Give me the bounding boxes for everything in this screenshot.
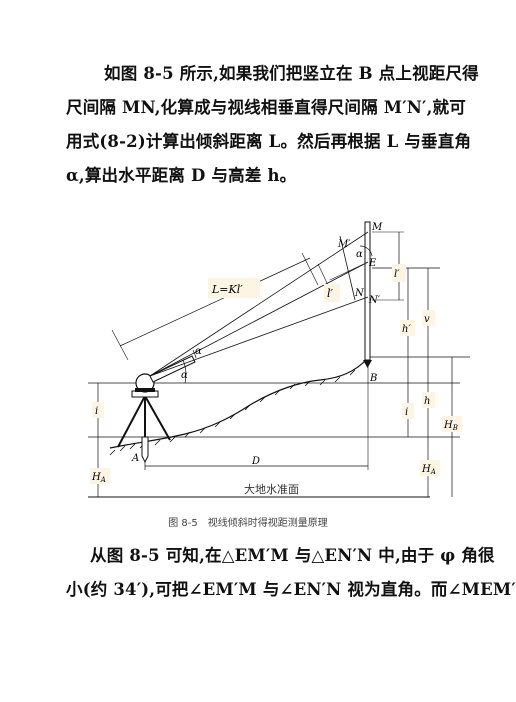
Mprime-label: M′ — [337, 239, 351, 250]
text-line: 尺间隔 MN,化算成与视线相垂直得尺间隔 M′N′,就可 — [66, 98, 466, 117]
i-right-label-bg — [402, 403, 414, 419]
D-label: D — [251, 456, 260, 467]
text-line: 从图 8-5 可知,在△EM′M 与△EN′N 中,由于 φ 角很 — [90, 546, 495, 565]
instrument-base — [135, 388, 155, 392]
i-left-label: i — [95, 406, 98, 417]
figure-caption: 图 8-5 视线倾斜时得视距测量原理 — [168, 518, 328, 529]
text-line: α,算出水平距离 D 与高差 h。 — [66, 166, 297, 185]
extension-line — [329, 261, 369, 281]
L-extension-lower — [111, 329, 129, 361]
HA-right-label-bg — [420, 460, 440, 476]
sight-line-upper — [149, 231, 369, 377]
HA-right-label: HA — [421, 464, 436, 476]
lprime-top-label-bg — [392, 264, 406, 282]
tripod-leg — [144, 395, 171, 441]
B-label: B — [369, 373, 377, 384]
text-line: 用式(8-2)计算出倾斜距离 L。然后再根据 L 与垂直角 — [66, 132, 472, 151]
i-left-label-bg — [92, 402, 104, 418]
alpha-label-top: α — [356, 249, 363, 260]
survey-figure: L=Kl′ l′ α α M M′ α E N N′ B A l′ v h′ h… — [88, 221, 470, 498]
alpha-arc-top — [359, 245, 373, 257]
M-label: M — [371, 222, 383, 233]
telescope-tube — [149, 355, 196, 383]
E-label: E — [368, 258, 377, 269]
N-label: N — [354, 288, 365, 299]
HA-left-label: HA — [91, 472, 106, 484]
hprime-label-bg — [400, 320, 415, 336]
alpha-arc-1 — [182, 359, 187, 384]
text-line: 小(约 34′),可把∠EM′M 与∠EN′N 视为直角。而∠MEM′ — [66, 580, 516, 599]
perpendicular-MN — [339, 235, 356, 301]
HB-label: HB — [443, 420, 458, 432]
lprime-label-bg — [324, 284, 340, 302]
i-right-label: i — [405, 407, 408, 418]
staff-foot — [363, 360, 372, 368]
datum-label: 大地水准面 — [244, 482, 299, 496]
v-label: v — [424, 314, 430, 325]
v-label-bg — [422, 310, 435, 326]
hprime-label: h′ — [402, 324, 411, 335]
h-label: h — [424, 396, 430, 407]
sight-line-lower — [149, 296, 369, 377]
ground-peg — [141, 436, 149, 464]
HB-label-bg — [442, 416, 462, 432]
alpha-label-2: α — [195, 346, 202, 357]
L-label-bg — [208, 278, 260, 298]
L-dimension — [119, 257, 311, 347]
leveling-staff — [364, 221, 371, 361]
alpha-label-1: α — [181, 370, 188, 381]
h-label-bg — [422, 392, 435, 408]
lprime-label-mid: l′ — [327, 287, 334, 300]
Nprime-label: N′ — [368, 295, 381, 306]
HA-left-label-bg — [90, 468, 110, 484]
terrain-hatching — [109, 369, 356, 456]
A-label: A — [131, 453, 139, 464]
L-label: L=Kl′ — [211, 283, 243, 296]
lprime-top-label: l′ — [394, 269, 400, 280]
text-line: 如图 8-5 所示,如果我们把竖立在 B 点上视距尺得 — [104, 64, 479, 83]
tripod-leg — [117, 395, 146, 448]
L-extension-upper — [301, 252, 319, 286]
sight-line-center — [149, 261, 369, 377]
alpha-arc-2 — [192, 349, 197, 359]
